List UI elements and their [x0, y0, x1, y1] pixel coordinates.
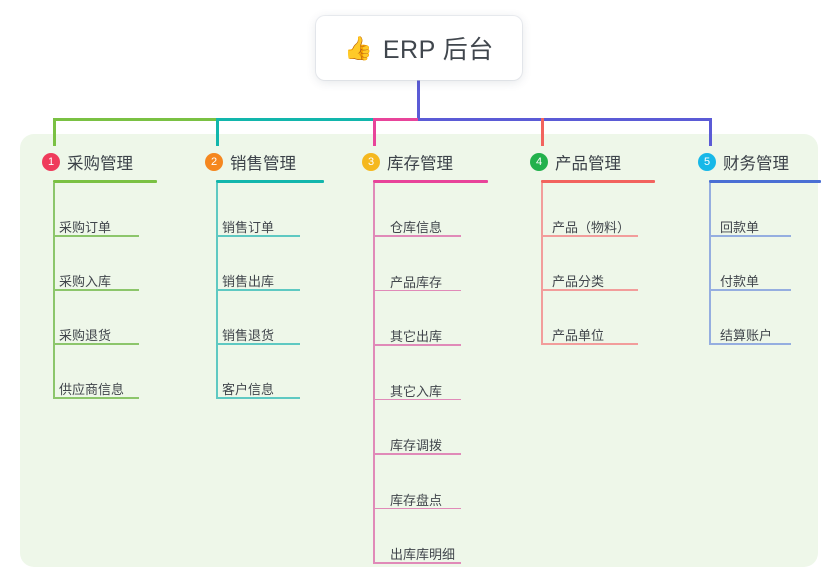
trunk-vertical [416, 80, 420, 121]
drop-line-1 [52, 118, 56, 146]
drop-line-3 [372, 118, 376, 146]
leaf-node-label[interactable]: 产品分类 [552, 274, 605, 289]
leaf-node-label[interactable]: 回款单 [720, 220, 760, 235]
leaf-node-label[interactable]: 产品库存 [390, 274, 443, 290]
branch-header-4[interactable]: 4 产品管理 [530, 150, 621, 174]
thumbs-up-icon: 👍 [344, 34, 373, 61]
leaf-node-label[interactable]: 库存盘点 [390, 492, 443, 508]
branch-index-badge-5: 5 [698, 153, 716, 171]
drop-line-5 [708, 118, 712, 146]
branch-title-3: 库存管理 [387, 155, 453, 173]
branch-index-badge-3: 3 [362, 153, 380, 171]
leaf-node-label[interactable]: 采购退货 [59, 328, 112, 343]
leaf-node-label[interactable]: 其它出库 [390, 329, 443, 344]
branch-header-3[interactable]: 3 库存管理 [362, 150, 453, 174]
root-node[interactable]: 👍 ERP 后台 [316, 16, 522, 80]
leaf-node-label[interactable]: 采购订单 [59, 220, 112, 235]
leaf-node-label[interactable]: 结算账户 [720, 328, 773, 343]
branch-header-1[interactable]: 1 采购管理 [42, 150, 133, 174]
branch-title-2: 销售管理 [230, 155, 296, 173]
branch-title-1: 采购管理 [67, 155, 133, 173]
branch-index-badge-2: 2 [205, 153, 223, 171]
leaf-node-label[interactable]: 销售出库 [222, 274, 275, 289]
leaf-node-label[interactable]: 采购入库 [59, 274, 112, 289]
branch-header-5[interactable]: 5 财务管理 [698, 150, 789, 174]
trunk-horizontal-magenta-segment [374, 118, 418, 121]
branch-title-4: 产品管理 [555, 155, 621, 173]
leaf-node-label[interactable]: 其它入库 [390, 383, 443, 399]
drop-line-2 [215, 118, 219, 146]
leaf-node-label[interactable]: 付款单 [720, 274, 760, 289]
trunk-horizontal-teal-segment [217, 118, 374, 121]
content-panel [20, 134, 818, 567]
root-node-label: ERP 后台 [382, 36, 494, 64]
drop-line-4 [540, 118, 544, 146]
leaf-node-label[interactable]: 供应商信息 [59, 382, 125, 397]
branch-header-2[interactable]: 2 销售管理 [205, 150, 296, 174]
branch-index-badge-4: 4 [530, 153, 548, 171]
trunk-horizontal-blue-segment [418, 118, 712, 121]
leaf-node-label[interactable]: 销售退货 [222, 328, 275, 343]
leaf-node-label[interactable]: 产品单位 [552, 328, 605, 343]
leaf-node-label[interactable]: 产品（物料） [552, 220, 631, 235]
leaf-node-label[interactable]: 库存调拨 [390, 438, 443, 453]
branch-index-badge-1: 1 [42, 153, 60, 171]
leaf-node-label[interactable]: 客户信息 [222, 382, 275, 397]
branch-title-5: 财务管理 [723, 155, 789, 173]
leaf-node-label[interactable]: 出库库明细 [390, 547, 456, 562]
leaf-node-label[interactable]: 仓库信息 [390, 220, 443, 235]
trunk-horizontal-green-segment [52, 118, 217, 121]
leaf-node-label[interactable]: 销售订单 [222, 220, 275, 235]
